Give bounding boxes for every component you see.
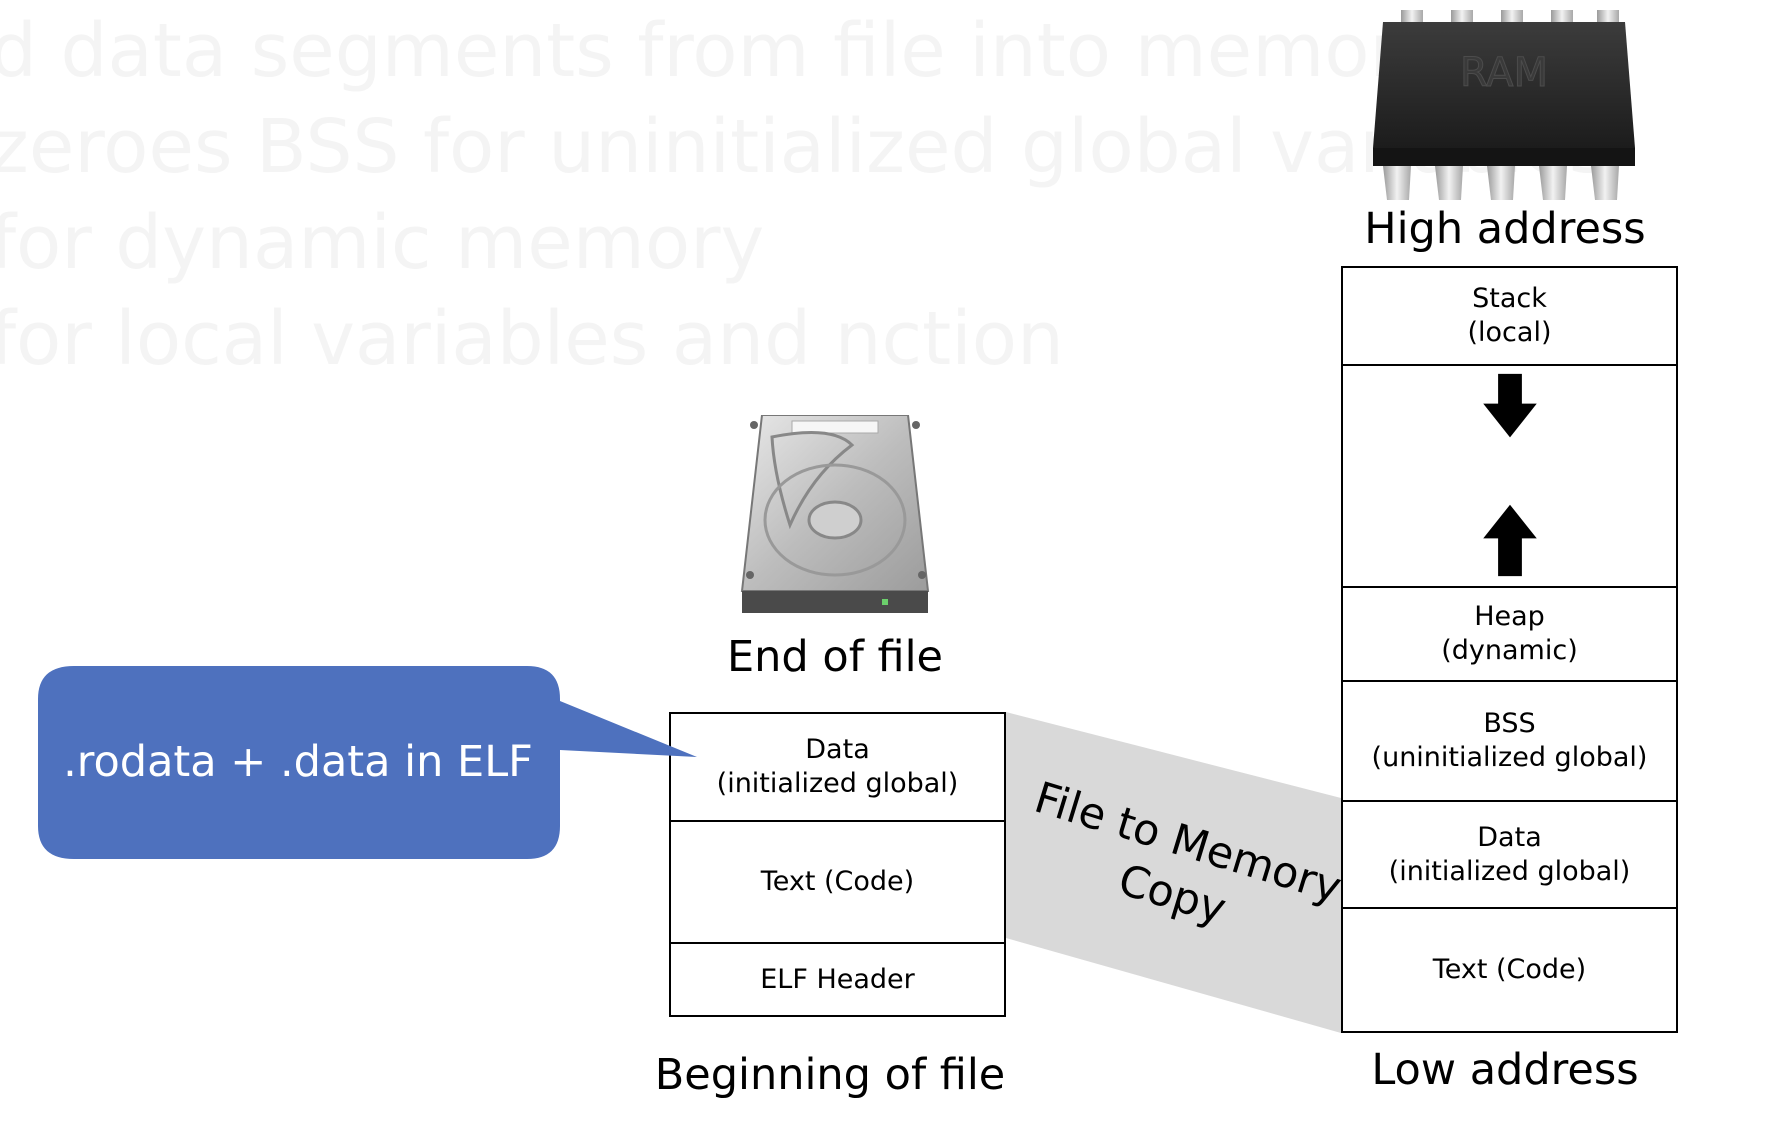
memory-segment-heap: Heap (dynamic) bbox=[1343, 588, 1676, 682]
file-segment-elf-header: ELF Header bbox=[671, 944, 1004, 1015]
end-of-file-label: End of file bbox=[727, 632, 943, 682]
growth-arrows bbox=[1483, 373, 1537, 577]
file-segment-text: Text (Code) bbox=[671, 822, 1004, 944]
segment-name: BSS bbox=[1483, 708, 1536, 739]
memory-segment-free-space bbox=[1343, 366, 1676, 588]
memory-layout-stack: Stack (local) Heap (dynamic) BSS (uninit… bbox=[1341, 266, 1678, 1033]
low-address-label: Low address bbox=[1371, 1045, 1639, 1095]
segment-name: Text (Code) bbox=[1432, 954, 1587, 985]
memory-segment-data: Data (initialized global) bbox=[1343, 802, 1676, 909]
beginning-of-file-label: Beginning of file bbox=[654, 1050, 1006, 1100]
segment-name: Stack bbox=[1472, 283, 1547, 314]
ram-chip-icon: RAM bbox=[1373, 10, 1635, 200]
elf-file-layout-stack: Data (initialized global) Text (Code) EL… bbox=[669, 712, 1006, 1017]
callout-text: .rodata + .data in ELF bbox=[63, 737, 533, 787]
file-to-memory-copy-label: File to Memory Copy bbox=[1011, 771, 1349, 968]
memory-segment-stack: Stack (local) bbox=[1343, 268, 1676, 366]
memory-segment-text: Text (Code) bbox=[1343, 909, 1676, 1031]
segment-detail: (uninitialized global) bbox=[1371, 742, 1648, 773]
high-address-label: High address bbox=[1364, 204, 1646, 254]
hard-drive-icon bbox=[740, 415, 930, 613]
background-text-line-2: zeroes BSS for uninitialized global vari… bbox=[0, 104, 1608, 190]
memory-segment-bss: BSS (uninitialized global) bbox=[1343, 682, 1676, 802]
segment-detail: (initialized global) bbox=[716, 768, 959, 799]
svg-text:RAM: RAM bbox=[1460, 50, 1548, 96]
heap-grows-up-arrow-icon bbox=[1483, 504, 1537, 577]
segment-name: Heap bbox=[1474, 601, 1545, 632]
segment-name: Text (Code) bbox=[760, 866, 915, 897]
background-text-line-3: for dynamic memory bbox=[0, 200, 765, 286]
background-text-line-4: for local variables and nction bbox=[0, 296, 1064, 382]
file-segment-data: Data (initialized global) bbox=[671, 714, 1004, 822]
background-text-line-1: d data segments from file into memory bbox=[0, 8, 1444, 94]
segment-name: Data bbox=[805, 734, 870, 765]
segment-detail: (initialized global) bbox=[1388, 855, 1631, 887]
segment-detail: (dynamic) bbox=[1441, 635, 1578, 666]
segment-detail: (local) bbox=[1467, 317, 1552, 348]
stack-grows-down-arrow-icon bbox=[1483, 373, 1537, 438]
segment-name: Data bbox=[1477, 821, 1542, 853]
segment-name: ELF Header bbox=[760, 963, 915, 995]
